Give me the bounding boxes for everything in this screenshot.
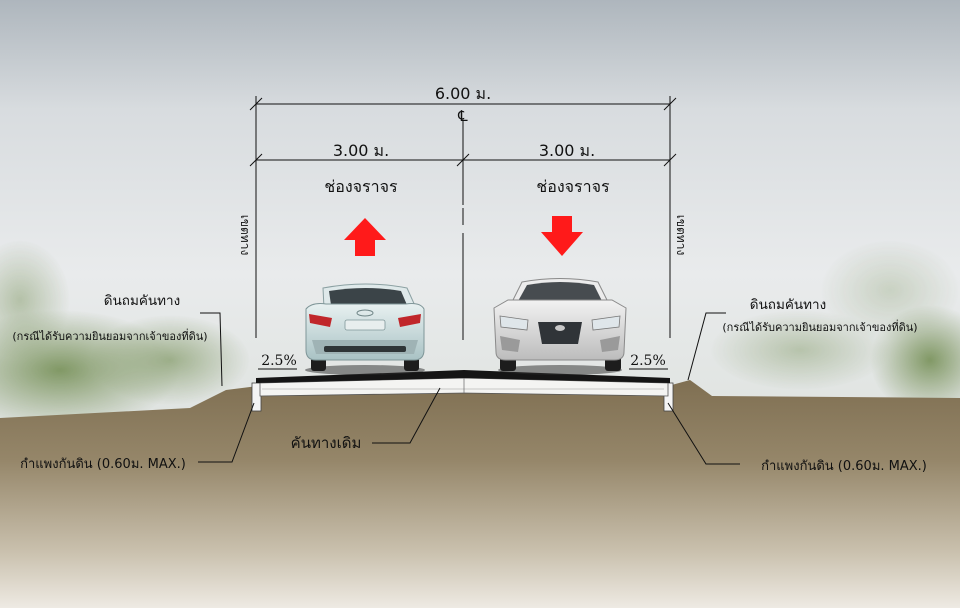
car-rear-view <box>305 283 425 375</box>
left-retaining-wall-label: กำแพงกันดิน (0.60ม. MAX.) <box>20 457 186 472</box>
right-retaining-wall-label: กำแพงกันดิน (0.60ม. MAX.) <box>761 459 927 474</box>
arrow-up-icon <box>344 218 386 256</box>
left-boundary-label: เขตทาง <box>238 215 252 256</box>
retaining-wall-left <box>251 382 262 412</box>
right-lane-width-label: 3.00 ม. <box>539 141 595 160</box>
right-lane-label: ช่องจราจร <box>536 177 610 196</box>
retaining-wall-right <box>663 382 674 412</box>
left-lane-label: ช่องจราจร <box>324 177 398 196</box>
arrow-down-icon <box>541 216 583 256</box>
forest-background <box>0 240 960 430</box>
ground-soil <box>0 380 960 608</box>
left-lane-width-label: 3.00 ม. <box>333 141 389 160</box>
right-slope-label: 2.5% <box>630 353 666 369</box>
left-embankment-title: ดินถมคันทาง <box>104 293 180 309</box>
left-slope-label: 2.5% <box>261 353 297 369</box>
pavement <box>256 370 670 383</box>
total-width-label: 6.00 ม. <box>435 84 491 103</box>
left-embankment-note: (กรณีได้รับความยินยอมจากเจ้าของที่ดิน) <box>12 328 207 343</box>
car-front-view <box>493 278 627 375</box>
right-embankment-title: ดินถมคันทาง <box>750 297 826 313</box>
right-embankment-note: (กรณีได้รับความยินยอมจากเจ้าของที่ดิน) <box>722 319 917 334</box>
centerline-symbol: ℄ <box>457 107 468 125</box>
existing-road-label: คันทางเดิม <box>291 434 362 452</box>
dimension-lines <box>198 96 740 465</box>
right-boundary-label: เขตทาง <box>674 215 688 256</box>
